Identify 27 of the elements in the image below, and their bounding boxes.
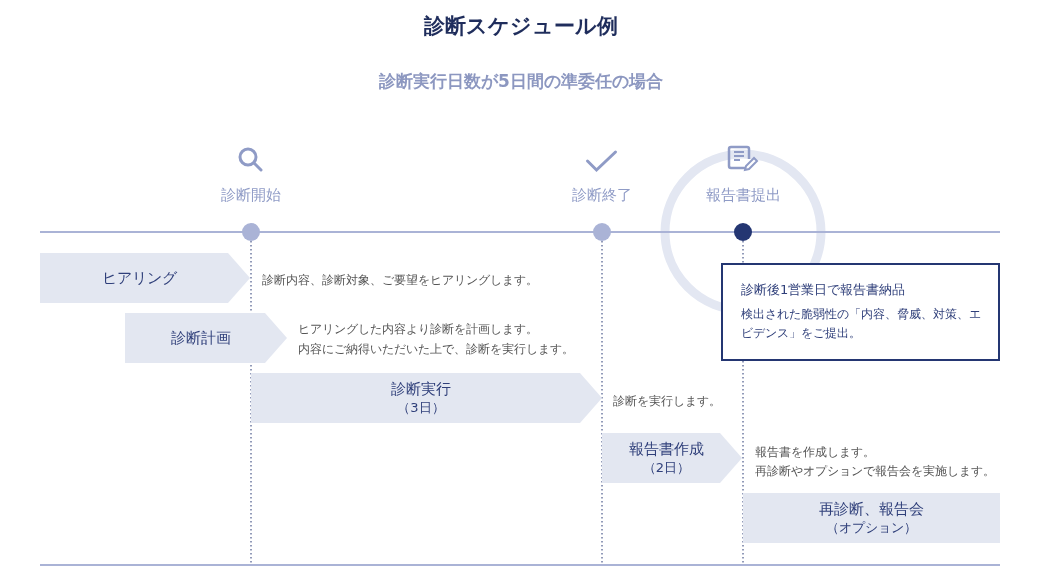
- milestone-label: 報告書提出: [683, 186, 803, 205]
- duration-text: （3日）: [397, 398, 445, 417]
- description-text: 内容にご納得いただいた上で、診断を実行します。: [298, 341, 574, 357]
- duration-text: （2日）: [642, 458, 691, 477]
- description-text: ヒアリングした内容より診断を計画します。: [298, 321, 538, 337]
- phase-bar: [743, 493, 1000, 543]
- description-text: 診断を実行します。: [613, 393, 721, 409]
- milestone-label: 診断開始: [191, 186, 311, 205]
- phase-title: 再診断、報告会: [819, 499, 924, 519]
- diagram-title: 診断スケジュール例: [423, 12, 619, 40]
- phase-pentagon: [251, 373, 602, 423]
- duration-text: （オプション）: [826, 518, 917, 537]
- phase-title: 診断計画: [170, 328, 231, 348]
- description-text: 報告書を作成します。: [755, 444, 875, 460]
- subtitle: 診断実行日数が5日間の準委任の場合: [378, 70, 664, 93]
- phase-title: 報告書作成: [629, 439, 704, 459]
- callout-box: [721, 263, 1000, 361]
- phase-title: 診断実行: [391, 379, 451, 399]
- phase-pentagon: [125, 313, 287, 363]
- description-text: 再診断やオプションで報告会を実施します。: [755, 463, 995, 479]
- phase-pentagon: [602, 433, 742, 483]
- callout-heading: 診断後1営業日で報告書納品: [741, 281, 907, 299]
- milestone-label: 診断終了: [542, 186, 662, 205]
- callout-body: 検出された脆弱性の「内容、脅威、対策、エビデンス」をご提出。: [741, 306, 982, 342]
- description-text: 診断内容、診断対象、ご要望をヒアリングします。: [262, 272, 538, 288]
- phase-title: ヒアリング: [102, 268, 177, 288]
- phase-pentagon: [40, 253, 250, 303]
